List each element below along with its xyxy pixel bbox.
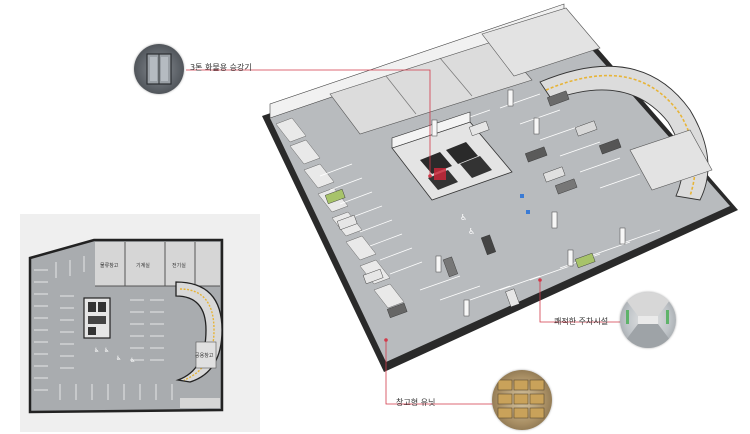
elevator-photo xyxy=(134,44,184,94)
room-label-electric: 전기실 xyxy=(172,263,186,269)
svg-text:♿: ♿ xyxy=(104,347,109,354)
callout-label-storage: 창고형 유닛 xyxy=(396,398,436,407)
svg-text:♿: ♿ xyxy=(460,213,467,222)
svg-text:♿: ♿ xyxy=(94,347,99,354)
callout-line-elevator xyxy=(186,69,431,176)
callout-line-storage xyxy=(385,340,496,405)
callout-label-parking: 쾌적한 주차시설 xyxy=(554,317,609,326)
callout-label-elevator: 3톤 화물용 승강기 xyxy=(190,63,252,72)
room-label-machine: 기계실 xyxy=(136,263,150,269)
room-label-warehouse: 물류창고 xyxy=(100,263,119,269)
storage-photo xyxy=(492,370,552,430)
svg-text:♿: ♿ xyxy=(130,357,135,364)
room-label-storage: 공용창고 xyxy=(195,353,214,359)
svg-text:♿: ♿ xyxy=(468,227,475,236)
svg-text:♿: ♿ xyxy=(116,355,121,362)
callout-line-parking xyxy=(539,280,626,323)
parking-photo xyxy=(620,292,676,348)
